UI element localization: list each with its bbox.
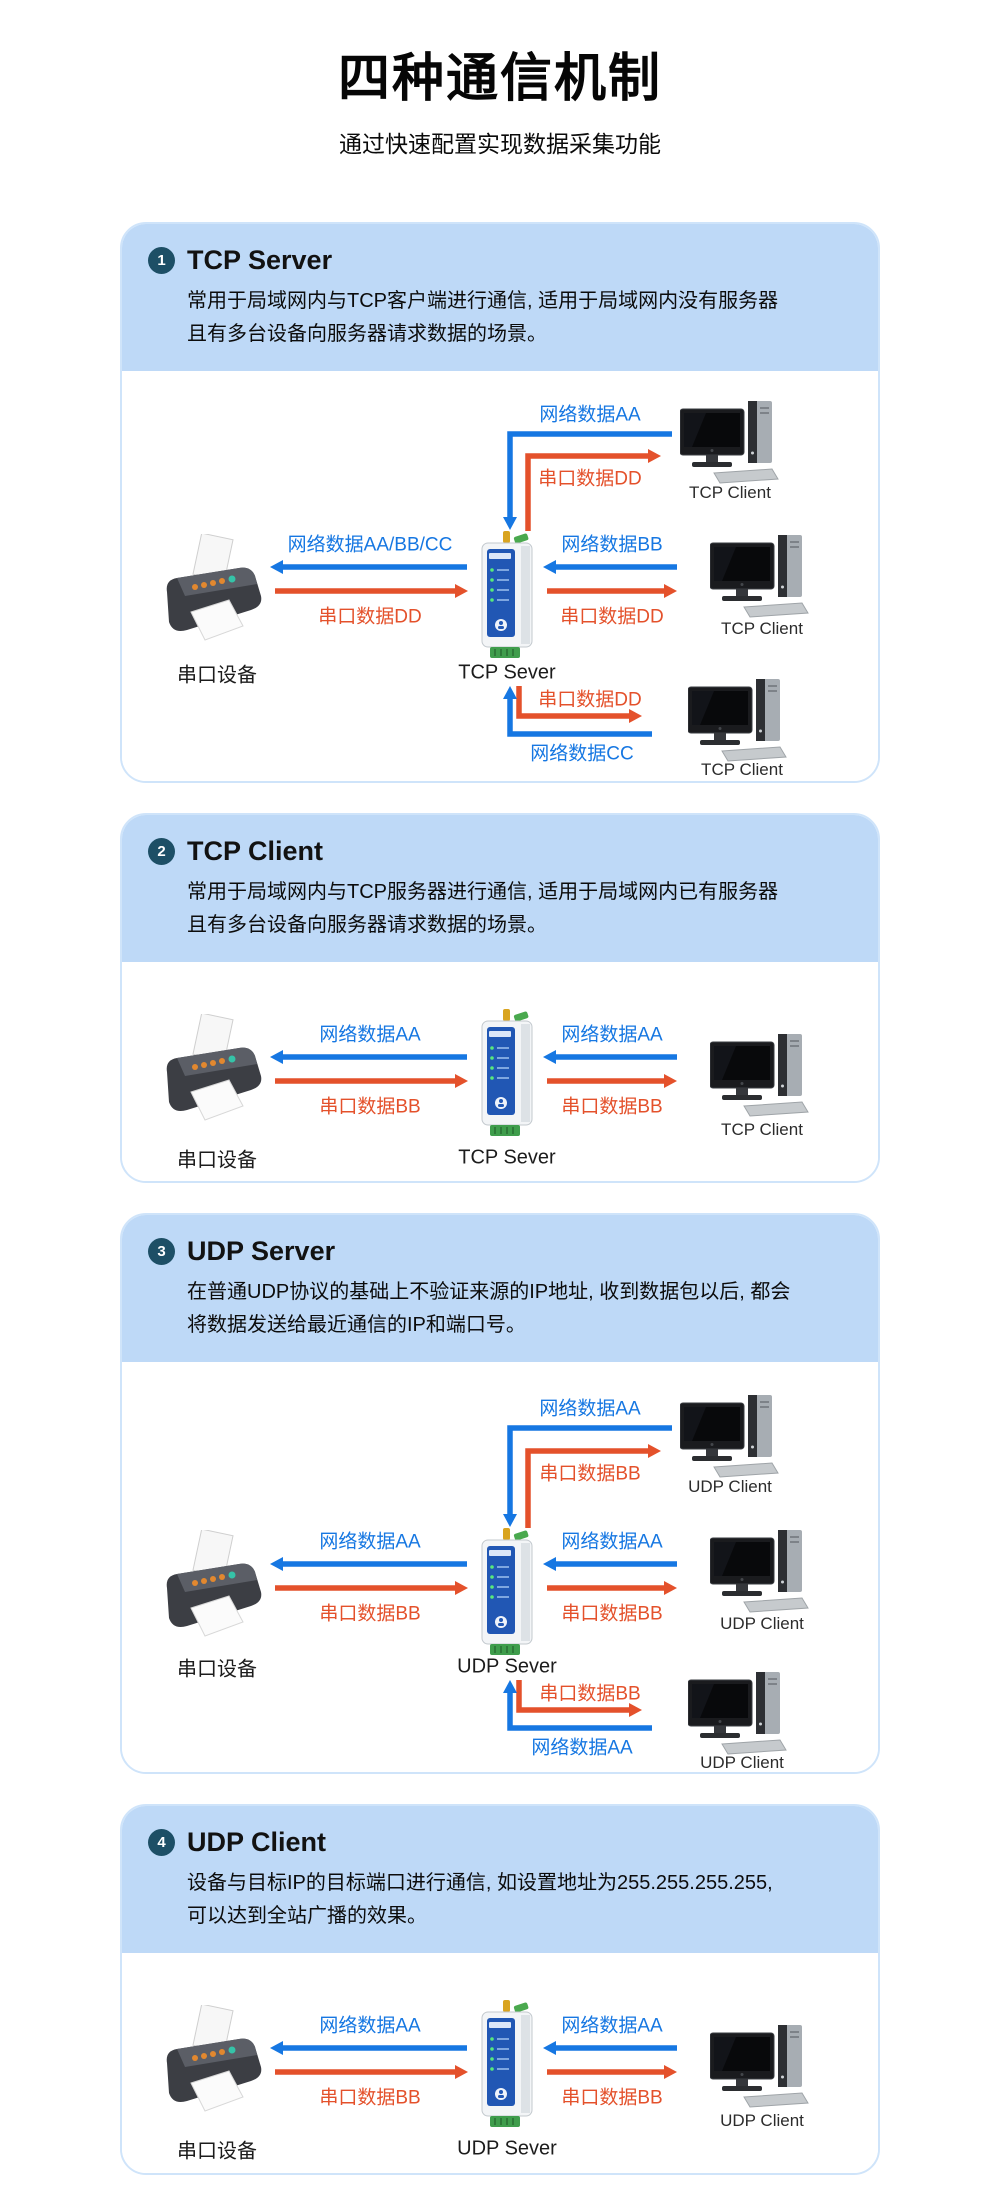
serial-server-device-icon [481, 1008, 533, 1137]
section-description: 在普通UDP协议的基础上不验证来源的IP地址, 收到数据包以后, 都会将数据发送… [187, 1281, 791, 1336]
tcp-client-diagram: 网络数据AA 串口数据BB 网络数据AA 串口数据BB 串口设备 TCP Sev… [122, 962, 878, 1181]
net-data-left-arrow [270, 2041, 467, 2055]
net-data-left-arrow [270, 1050, 467, 1064]
net-data-right-label: 网络数据AA [561, 1531, 663, 1553]
serial-data-bottom-label: 串口数据BB [539, 1683, 641, 1705]
udp-server-card: 3 UDP Server 在普通UDP协议的基础上不验证来源的IP地址, 收到数… [120, 1213, 880, 1774]
page-title: 四种通信机制 [337, 50, 662, 108]
serial-data-right-label: 串口数据DD [560, 606, 664, 628]
serial-device-label: 串口设备 [177, 1658, 257, 1681]
udp-client-card: 4 UDP Client 设备与目标IP的目标端口进行通信, 如设置地址为255… [120, 1804, 880, 2175]
tcp-server-card: 1 TCP Server 常用于局域网内与TCP客户端进行通信, 适用于局域网内… [120, 222, 880, 783]
serial-data-top-label: 串口数据DD [538, 468, 642, 490]
computer-icon [710, 2024, 809, 2108]
computer-icon [680, 400, 779, 484]
client-top-label: TCP Client [689, 483, 771, 502]
tcp-client-header: 2 TCP Client 常用于局域网内与TCP服务器进行通信, 适用于局域网内… [122, 815, 878, 962]
computer-icon [688, 678, 787, 762]
serial-server-device-icon [481, 1527, 533, 1656]
serial-data-left-arrow [275, 1581, 468, 1595]
section-number-badge: 2 [148, 837, 175, 865]
tcp-server-header: 1 TCP Server 常用于局域网内与TCP客户端进行通信, 适用于局域网内… [122, 224, 878, 371]
net-data-top-label: 网络数据AA [539, 1398, 641, 1420]
serial-data-right-arrow [547, 2065, 677, 2079]
client-bottom-label: UDP Client [700, 1753, 784, 1772]
server-device-label: TCP Sever [458, 1146, 556, 1169]
tcp-server-diagram: 网络数据AA 串口数据DD 网络数据AA/BB/CC 串口数据DD 网络数据BB… [122, 371, 878, 781]
net-data-right-arrow [543, 560, 677, 574]
net-data-bottom-label: 网络数据AA [531, 1737, 633, 1759]
serial-data-right-label: 串口数据BB [561, 1096, 663, 1118]
client-mid-label: UDP Client [720, 2111, 804, 2130]
section-number-badge: 1 [148, 246, 175, 274]
client-top-label: UDP Client [688, 1477, 772, 1496]
net-data-top-label: 网络数据AA [539, 404, 641, 426]
serial-data-top-label: 串口数据BB [539, 1463, 641, 1485]
udp-server-header: 3 UDP Server 在普通UDP协议的基础上不验证来源的IP地址, 收到数… [122, 1215, 878, 1362]
serial-data-left-label: 串口数据BB [319, 2087, 421, 2109]
serial-data-right-arrow [547, 584, 677, 598]
printer-icon [166, 534, 262, 641]
net-data-right-label: 网络数据AA [561, 2015, 663, 2037]
serial-data-top-arrow [525, 1444, 661, 1528]
net-data-bottom-label: 网络数据CC [530, 743, 634, 765]
computer-icon [680, 1394, 779, 1478]
net-data-left-label: 网络数据AA [319, 1531, 421, 1553]
serial-server-device-icon [481, 530, 533, 659]
serial-data-right-arrow [547, 1074, 677, 1088]
net-data-right-arrow [543, 2041, 677, 2055]
udp-client-header: 4 UDP Client 设备与目标IP的目标端口进行通信, 如设置地址为255… [122, 1806, 878, 1953]
printer-icon [166, 2005, 262, 2112]
net-data-left-label: 网络数据AA [319, 1024, 421, 1046]
udp-server-diagram: 网络数据AA 串口数据BB 网络数据AA 串口数据BB 网络数据AA 串口数据B… [122, 1362, 878, 1772]
section-number-badge: 3 [148, 1237, 175, 1265]
serial-data-right-arrow [547, 1581, 677, 1595]
net-data-left-arrow [270, 1557, 467, 1571]
page-subtitle: 通过快速配置实现数据采集功能 [339, 131, 661, 157]
net-data-right-arrow [543, 1557, 677, 1571]
section-title: TCP Client [187, 836, 324, 866]
net-data-left-label: 网络数据AA [319, 2015, 421, 2037]
section-title: UDP Server [187, 1236, 336, 1266]
net-data-right-label: 网络数据AA [561, 1024, 663, 1046]
server-device-label: UDP Sever [457, 2137, 557, 2160]
printer-icon [166, 1014, 262, 1121]
serial-data-left-arrow [275, 1074, 468, 1088]
client-mid-label: TCP Client [721, 619, 803, 638]
serial-device-label: 串口设备 [177, 2140, 257, 2163]
serial-data-right-label: 串口数据BB [561, 2087, 663, 2109]
section-title: TCP Server [187, 245, 333, 275]
client-bottom-label: TCP Client [701, 760, 783, 779]
serial-data-bottom-label: 串口数据DD [538, 689, 642, 711]
client-mid-label: TCP Client [721, 1120, 803, 1139]
net-data-right-label: 网络数据BB [561, 534, 663, 556]
udp-client-diagram: 网络数据AA 串口数据BB 网络数据AA 串口数据BB 串口设备 UDP Sev… [122, 1953, 878, 2173]
section-number-badge: 4 [148, 1828, 175, 1856]
net-data-right-arrow [543, 1050, 677, 1064]
server-device-label: UDP Sever [457, 1655, 557, 1678]
serial-data-right-label: 串口数据BB [561, 1603, 663, 1625]
computer-icon [688, 1671, 787, 1755]
computer-icon [710, 534, 809, 618]
printer-icon [166, 1530, 262, 1637]
tcp-client-card: 2 TCP Client 常用于局域网内与TCP服务器进行通信, 适用于局域网内… [120, 813, 880, 1183]
computer-icon [710, 1529, 809, 1613]
serial-data-left-label: 串口数据BB [319, 1603, 421, 1625]
serial-data-left-label: 串口数据DD [318, 606, 422, 628]
serial-data-left-arrow [275, 584, 468, 598]
computer-icon [710, 1033, 809, 1117]
net-data-left-arrow [270, 560, 467, 574]
server-device-label: TCP Sever [458, 661, 556, 684]
client-mid-label: UDP Client [720, 1614, 804, 1633]
section-description: 设备与目标IP的目标端口进行通信, 如设置地址为255.255.255.255,… [187, 1872, 773, 1927]
serial-device-label: 串口设备 [177, 1149, 257, 1172]
serial-device-label: 串口设备 [177, 664, 257, 687]
section-description: 常用于局域网内与TCP客户端进行通信, 适用于局域网内没有服务器且有多台设备向服… [187, 290, 779, 345]
serial-data-left-label: 串口数据BB [319, 1096, 421, 1118]
net-data-left-label: 网络数据AA/BB/CC [287, 534, 453, 556]
serial-data-left-arrow [275, 2065, 468, 2079]
section-description: 常用于局域网内与TCP服务器进行通信, 适用于局域网内已有服务器且有多台设备向服… [187, 881, 779, 936]
serial-server-device-icon [481, 1999, 533, 2128]
section-title: UDP Client [187, 1827, 327, 1857]
